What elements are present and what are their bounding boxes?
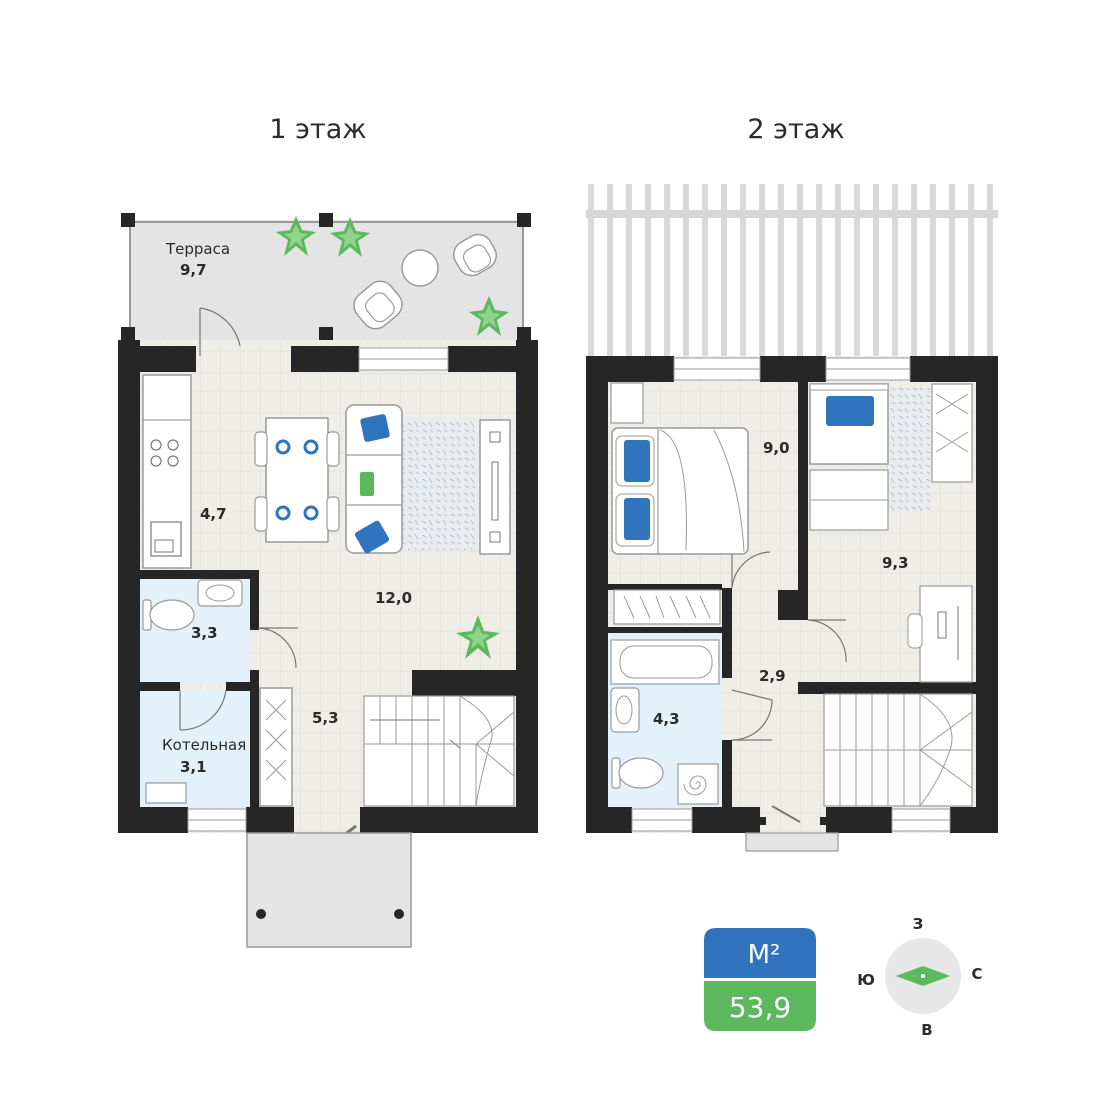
roof-slat (930, 184, 936, 356)
entrance-porch (246, 832, 412, 948)
shower (677, 763, 719, 805)
bedroom-2-area: 9,3 (882, 554, 909, 572)
tv-unit (479, 419, 511, 555)
boiler (145, 782, 187, 804)
roof-slat (835, 184, 841, 356)
total-area-badge: М² 53,9 (704, 928, 816, 1031)
living-rug (400, 418, 478, 550)
double-bed (611, 427, 749, 555)
floor-2-plan (586, 184, 998, 852)
hall-1-area: 5,3 (312, 709, 339, 727)
terrace-chair (353, 280, 403, 330)
plant-icon (276, 216, 316, 256)
living-area: 12,0 (375, 589, 412, 607)
dining-table (254, 417, 340, 543)
roof-slat (968, 184, 974, 356)
roof-slats (588, 184, 993, 356)
terrace-name: Терраса (165, 240, 230, 258)
bathroom-1-area: 3,3 (191, 624, 218, 642)
roof-slat (911, 184, 917, 356)
floor-1-plan (118, 213, 538, 948)
boiler-room-area: 3,1 (180, 758, 207, 776)
single-bed (809, 383, 889, 531)
roof-slat (721, 184, 727, 356)
washbasin (197, 579, 243, 607)
roof-slat (740, 184, 746, 356)
sofa (345, 404, 403, 554)
roof-slat (987, 184, 993, 356)
terrace-area: 9,7 (180, 261, 207, 279)
compass-bottom-label: В (921, 1021, 932, 1039)
bedroom-2-rug (886, 388, 930, 512)
terrace-table (401, 249, 439, 287)
floor-1-title: 1 этаж (269, 114, 366, 145)
total-area-unit: М² (748, 940, 781, 970)
roof-slat (949, 184, 955, 356)
plant-icon (330, 217, 370, 257)
staircase-floor-1 (363, 695, 515, 807)
roof-slat (778, 184, 784, 356)
plant-icon (456, 615, 500, 659)
roof-slat (607, 184, 613, 356)
roof-slat (645, 184, 651, 356)
compass: З В Ю С (857, 915, 982, 1039)
toilet (142, 599, 195, 631)
kitchen-area: 4,7 (200, 505, 227, 523)
kitchen-counter (142, 374, 192, 569)
boiler-room-name: Котельная (162, 736, 246, 754)
floor-2-title: 2 этаж (747, 114, 844, 145)
washbasin-2 (610, 687, 640, 733)
roof-slat (854, 184, 860, 356)
roof-slat (588, 184, 594, 356)
roof-slat (797, 184, 803, 356)
bedroom-2-wardrobe (931, 383, 973, 483)
roof-slat (664, 184, 670, 356)
bathtub (610, 639, 720, 685)
roof-slat (683, 184, 689, 356)
roof-slat (873, 184, 879, 356)
roof-slat (892, 184, 898, 356)
roof-slat (816, 184, 822, 356)
roof-slat (626, 184, 632, 356)
staircase-floor-2 (823, 693, 973, 807)
toilet-2 (611, 757, 664, 789)
wardrobe (613, 589, 721, 625)
hall-wardrobe (259, 687, 293, 807)
compass-right-label: С (971, 965, 982, 983)
plant-icon (469, 296, 509, 336)
compass-left-label: Ю (857, 971, 875, 989)
bedroom-1-area: 9,0 (763, 439, 790, 457)
hall-2-area: 2,9 (759, 667, 786, 685)
terrace-chair (453, 233, 497, 277)
roof-slat (759, 184, 765, 356)
desk (907, 585, 973, 683)
bathroom-2-area: 4,3 (653, 710, 680, 728)
roof-slat (702, 184, 708, 356)
total-area-value: 53,9 (729, 991, 791, 1024)
compass-top-label: З (913, 915, 924, 933)
